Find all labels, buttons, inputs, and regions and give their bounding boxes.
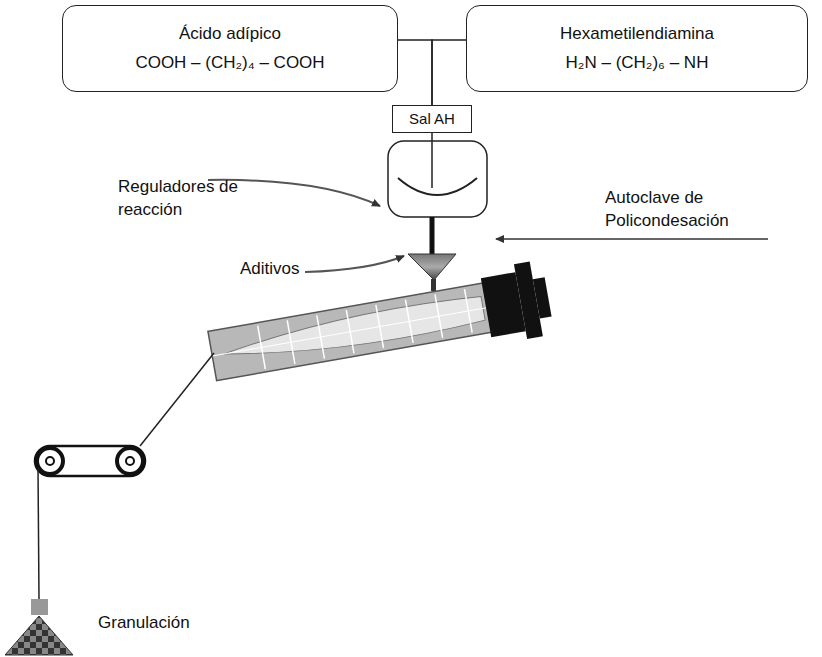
hopper [408, 254, 456, 280]
autoclave [388, 141, 487, 217]
equipment-label: Autoclave de Policondesación [605, 187, 780, 233]
node-title: Hexametilendiamina [560, 23, 714, 46]
feed-line [398, 40, 432, 105]
reactant-box: Ácido adípicoCOOH – (CH₂)₄ – COOH [62, 5, 398, 92]
pointer-arrow [305, 256, 404, 272]
cutter [31, 599, 48, 615]
stage-label: Granulación [98, 612, 228, 635]
conveyor [35, 446, 145, 476]
pointer-arrow [496, 238, 768, 240]
node-title: Sal AH [409, 109, 455, 129]
salt-box: Sal AH [392, 105, 472, 133]
input-label: Aditivos [240, 258, 340, 281]
node-formula: H₂N – (CH₂)₆ – NH [566, 52, 709, 75]
input-label: Reguladores de reacción [118, 176, 243, 222]
node-title: Ácido adípico [179, 23, 281, 46]
node-formula: COOH – (CH₂)₄ – COOH [135, 52, 324, 75]
extruder [206, 259, 555, 393]
granule-pile [5, 616, 73, 655]
feed-line [432, 40, 466, 105]
reactant-box: HexametilendiaminaH₂N – (CH₂)₆ – NH [466, 5, 808, 92]
